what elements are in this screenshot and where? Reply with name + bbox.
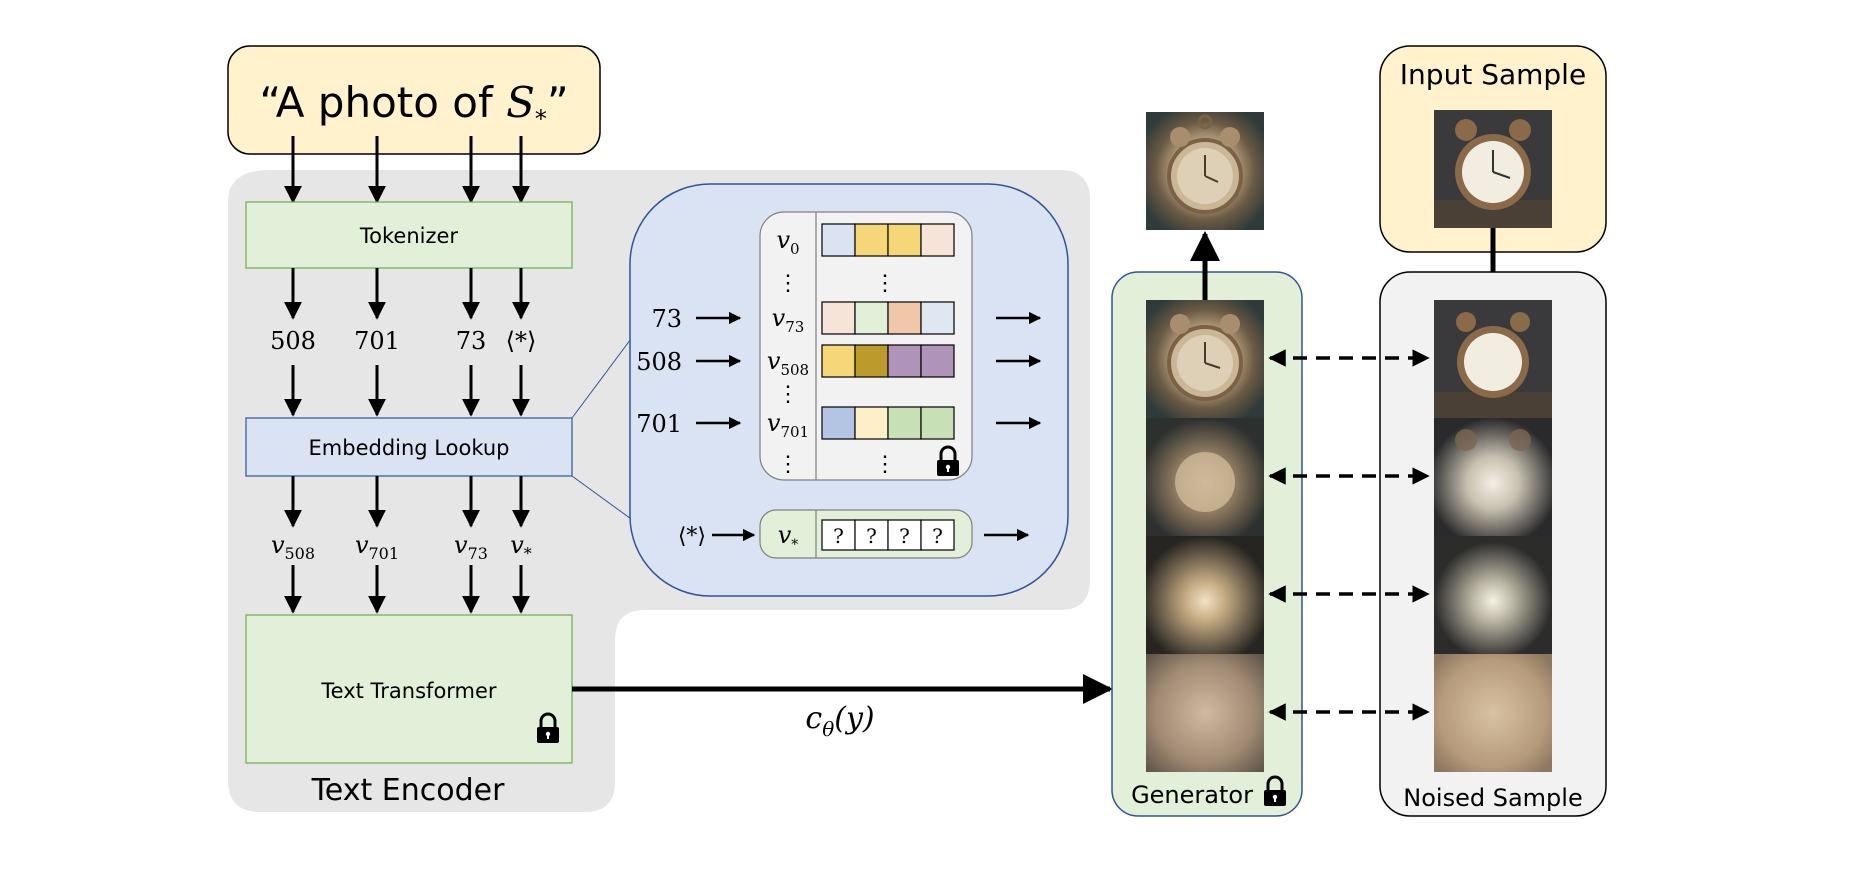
token-id: ⟨*⟩ bbox=[506, 327, 537, 355]
noised-sample-label: Noised Sample bbox=[1403, 784, 1582, 812]
row-vector-label: v508 bbox=[767, 347, 809, 379]
ids-to-embedding-arrows bbox=[284, 365, 530, 417]
embedding-cell bbox=[920, 223, 955, 257]
row-vector-label: v701 bbox=[767, 409, 809, 441]
prompt-box: “A photo of S*” bbox=[227, 45, 601, 155]
embedding-cell bbox=[854, 406, 889, 440]
star-token-input: ⟨*⟩ bbox=[678, 524, 706, 549]
embedding-cell bbox=[887, 301, 922, 335]
embedding-cell bbox=[821, 301, 856, 335]
generator-label: Generator bbox=[1131, 781, 1253, 809]
vector-v701: v701 bbox=[355, 531, 399, 563]
text-encoder-label: Text Encoder bbox=[311, 773, 506, 808]
prompt-box-bg bbox=[227, 45, 601, 155]
tokenizer-label: Tokenizer bbox=[359, 224, 459, 248]
embedding-cell bbox=[887, 223, 922, 257]
unknown-cell-label: ? bbox=[899, 524, 910, 548]
ellipsis: ⋮ bbox=[777, 452, 799, 477]
embedding-lookup-label: Embedding Lookup bbox=[309, 436, 510, 460]
embedding-vectors: v508 v701 v73 v* bbox=[271, 531, 532, 563]
ellipsis: ⋮ bbox=[777, 271, 799, 296]
embedding-cell bbox=[920, 406, 955, 440]
tokenizer-box bbox=[245, 201, 573, 269]
token-id: 73 bbox=[456, 327, 487, 355]
embedding-to-vectors-arrows bbox=[284, 476, 530, 528]
vectors-to-transformer-arrows bbox=[284, 565, 530, 614]
row-token-input: 508 bbox=[636, 348, 682, 376]
row-vector-label: v73 bbox=[772, 304, 805, 336]
embedding-row: v0 bbox=[776, 223, 955, 258]
table-ellipses: ⋮ ⋮ ⋮ ⋮ ⋮ bbox=[777, 271, 896, 477]
prompt-to-tokenizer-arrows bbox=[284, 136, 530, 204]
star-embedding-row: ⟨*⟩ v* ???? bbox=[678, 509, 1030, 559]
vector-vstar: v* bbox=[510, 531, 532, 563]
generated-output-image bbox=[1146, 112, 1264, 230]
ellipsis: ⋮ bbox=[874, 271, 896, 296]
ellipsis: ⋮ bbox=[874, 452, 896, 477]
embedding-cell bbox=[854, 223, 889, 257]
generator-step-image bbox=[1146, 536, 1264, 654]
embedding-table-rows: v0 73 v73 508 v508 701 v701 bbox=[636, 223, 1042, 441]
vector-v73: v73 bbox=[454, 531, 488, 563]
text-transformer-label: Text Transformer bbox=[320, 679, 497, 703]
embedding-row: 73 v73 bbox=[651, 301, 1042, 336]
embedding-cell bbox=[887, 406, 922, 440]
embedding-cell bbox=[920, 344, 955, 378]
unknown-cell-label: ? bbox=[833, 524, 844, 548]
generator-step-image bbox=[1146, 300, 1264, 418]
lock-icon bbox=[537, 712, 559, 743]
embedding-cell bbox=[854, 301, 889, 335]
correspondence-arrows bbox=[1268, 349, 1430, 721]
noised-step-image bbox=[1434, 418, 1552, 536]
lock-icon bbox=[1264, 775, 1286, 806]
token-id: 508 bbox=[270, 327, 316, 355]
embedding-row: 508 v508 bbox=[636, 344, 1042, 379]
generator-step-image bbox=[1146, 654, 1264, 772]
input-sample-image bbox=[1434, 110, 1552, 228]
star-vector-label: v* bbox=[778, 521, 799, 553]
star-vector-cells: ???? bbox=[821, 519, 955, 551]
embedding-cell bbox=[821, 223, 856, 257]
noised-step-image bbox=[1434, 654, 1552, 772]
embedding-cell bbox=[887, 344, 922, 378]
lock-icon bbox=[937, 445, 959, 476]
embedding-lookup-box bbox=[245, 417, 573, 477]
token-id: 701 bbox=[354, 327, 400, 355]
unknown-cell-label: ? bbox=[866, 524, 877, 548]
tokenizer-to-ids-arrows bbox=[284, 268, 530, 320]
row-vector-label: v0 bbox=[776, 226, 799, 258]
vector-v508: v508 bbox=[271, 531, 315, 563]
unknown-cell-label: ? bbox=[932, 524, 943, 548]
noised-step-image bbox=[1434, 300, 1552, 418]
conditioning-label: cθ(y) bbox=[805, 701, 874, 741]
prompt-text: “A photo of S*” bbox=[259, 78, 568, 133]
token-ids: 508 701 73 ⟨*⟩ bbox=[270, 327, 536, 355]
unknown-cell bbox=[920, 519, 955, 551]
text-transformer-box bbox=[245, 614, 573, 764]
embedding-cell bbox=[821, 344, 856, 378]
embedding-cell bbox=[920, 301, 955, 335]
noised-image-stack bbox=[1434, 300, 1552, 772]
unknown-cell bbox=[821, 519, 856, 551]
embedding-row: 701 v701 bbox=[636, 406, 1042, 441]
unknown-cell bbox=[887, 519, 922, 551]
embedding-cell bbox=[854, 344, 889, 378]
embedding-cell bbox=[821, 406, 856, 440]
ellipsis: ⋮ bbox=[777, 382, 799, 407]
row-token-input: 701 bbox=[636, 410, 682, 438]
input-sample-label: Input Sample bbox=[1400, 58, 1586, 91]
noised-step-image bbox=[1434, 536, 1552, 654]
generator-image-stack bbox=[1146, 300, 1264, 772]
generator-step-image bbox=[1146, 418, 1264, 536]
row-token-input: 73 bbox=[651, 305, 682, 333]
